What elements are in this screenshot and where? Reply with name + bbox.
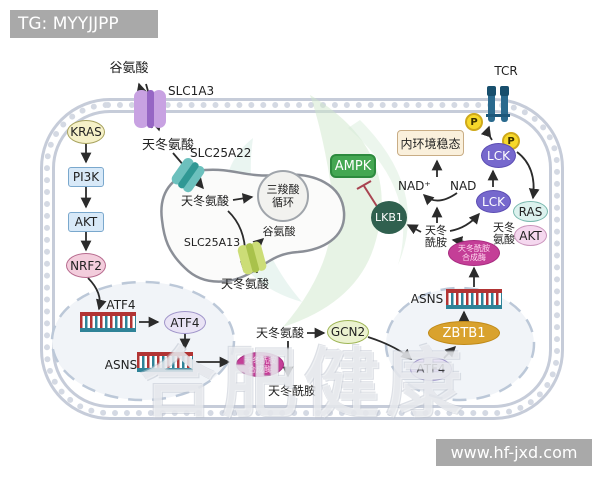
lkb1-node: LKB1 <box>371 201 407 234</box>
aspartate-label-right: 天冬氨酸 <box>493 221 515 246</box>
aspartate-label-top: 天冬氨酸 <box>141 138 194 153</box>
ampk-node: AMPK <box>330 154 376 178</box>
akt-node-left: AKT <box>68 212 104 232</box>
slc25a13-label: SLC25A13 <box>183 236 241 249</box>
lck-node-upper: LCK <box>481 143 516 168</box>
gcn2-node: GCN2 <box>327 320 369 344</box>
nad-plus-label: NAD⁺ <box>398 179 431 193</box>
nrf2-node: NRF2 <box>66 253 106 278</box>
tcr-label: TCR <box>494 64 518 78</box>
aspartate-label-bottom: 天冬氨酸 <box>255 326 304 340</box>
aspartate-label-mitochondria: 天冬氨酸 <box>180 194 229 208</box>
asparagine-label-right: 天冬酰胺 <box>425 224 447 249</box>
pi3k-node: PI3K <box>68 167 104 187</box>
nucleus-left <box>50 280 236 402</box>
asparagine-label-bottom: 天冬酰胺 <box>267 384 316 398</box>
slc1a3-channel-icon <box>134 90 166 128</box>
slc25a22-label: SLC25A22 <box>190 146 252 160</box>
asns-enzyme-node-left: 天冬酰胺合成酶 <box>236 352 284 377</box>
phospho-badge-tcr: P <box>465 113 483 131</box>
nad-label: NAD <box>450 179 477 193</box>
kras-node: KRAS <box>67 120 105 144</box>
atf4-protein-node-left: ATF4 <box>164 311 206 334</box>
asns-gene-dna-right <box>446 289 502 309</box>
asns-gene-dna-left <box>137 352 193 372</box>
atf4-gene-label: ATF4 <box>106 298 136 312</box>
zbtb1-node: ZBTB1 <box>428 321 500 345</box>
tag-banner: TG: MYYJJPP <box>10 10 158 38</box>
homeostasis-box: 内环境稳态 <box>397 130 464 156</box>
website-banner: www.hf-jxd.com <box>436 439 592 466</box>
slc1a3-label: SLC1A3 <box>168 84 215 98</box>
tcr-receptor-icon <box>486 86 512 122</box>
glutamate-label-top: 谷氨酸 <box>109 61 149 76</box>
atf4-gene-dna <box>80 312 136 332</box>
asns-gene-label-right: ASNS <box>410 292 444 306</box>
akt-node-right: AKT <box>514 225 547 246</box>
aspartate-label-cytosol: 天冬氨酸 <box>220 277 269 291</box>
tca-cycle-circle: 三羧酸循环 <box>257 170 309 222</box>
lck-node-lower: LCK <box>476 190 511 213</box>
ras-node: RAS <box>513 201 548 222</box>
asns-gene-label-left: ASNS <box>104 358 138 372</box>
inhibition-edge-lkb1-ampk <box>356 180 379 209</box>
atf4-protein-node-right: ATF4 <box>410 357 452 381</box>
glutamate-label-mitochondria: 谷氨酸 <box>262 225 296 238</box>
